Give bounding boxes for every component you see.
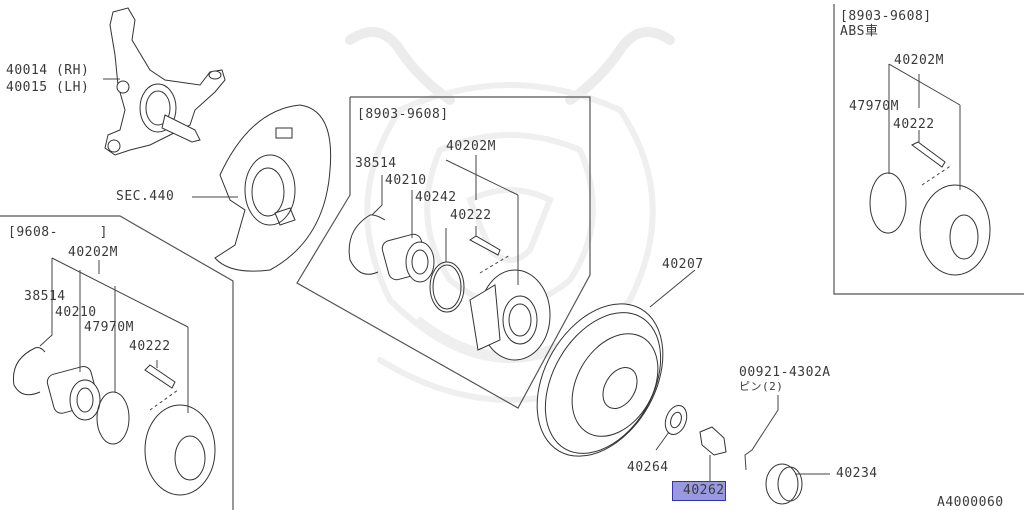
hub-nut-drawing: [699, 426, 727, 456]
label-cotter-pin[interactable]: 00921-4302A: [739, 365, 831, 380]
label-grease-cap[interactable]: 40234: [836, 466, 878, 481]
right-box-border: [833, 4, 1024, 295]
middle-box-date-range: [8903-9608]: [357, 107, 449, 122]
label-left-bearing[interactable]: 40210: [55, 305, 97, 320]
cotter-pin-note: ピン(2): [739, 380, 784, 393]
washer-drawing: [664, 404, 688, 436]
middle-box-border: [296, 96, 591, 409]
backing-plate-drawing: [214, 104, 332, 272]
right-box-date-range: [8903-9608]: [840, 9, 932, 24]
label-knuckle-lh[interactable]: 40015 (LH): [6, 80, 90, 95]
label-left-hub-assy[interactable]: 40202M: [68, 245, 118, 260]
label-left-snap-ring[interactable]: 38514: [24, 289, 66, 304]
middle-box-parts: [348, 155, 551, 361]
left-box-border: [0, 215, 234, 510]
watermark-emblem: [345, 27, 675, 403]
left-box-date-range: [9608- ]: [8, 225, 108, 240]
grease-cap-drawing: [765, 463, 799, 505]
label-rotor[interactable]: 40207: [662, 257, 704, 272]
steering-knuckle-drawing: [104, 7, 226, 156]
right-box-parts: [869, 63, 991, 276]
label-middle-bolt[interactable]: 40222: [450, 208, 492, 223]
label-hub-nut[interactable]: 40262: [683, 483, 725, 498]
label-sec440[interactable]: SEC.440: [116, 189, 175, 204]
label-right-bolt[interactable]: 40222: [893, 117, 935, 132]
label-right-hub-assy[interactable]: 40202M: [894, 53, 944, 68]
label-middle-snap-ring[interactable]: 38514: [355, 156, 397, 171]
diagram-id-code: A4000060: [937, 495, 1004, 510]
label-right-sensor-rotor[interactable]: 47970M: [849, 99, 899, 114]
label-knuckle-rh[interactable]: 40014 (RH): [6, 63, 90, 78]
label-middle-seal[interactable]: 40242: [415, 190, 457, 205]
right-box-abs-note: ABS車: [840, 24, 879, 39]
selected-part-highlight[interactable]: [672, 481, 726, 501]
cotter-pin-drawing: [744, 395, 779, 471]
label-left-bolt[interactable]: 40222: [129, 339, 171, 354]
label-left-sensor-rotor[interactable]: 47970M: [84, 320, 134, 335]
label-washer[interactable]: 40264: [627, 460, 669, 475]
label-middle-bearing[interactable]: 40210: [385, 173, 427, 188]
brake-rotor-drawing: [536, 303, 664, 457]
label-middle-hub-assy[interactable]: 40202M: [446, 139, 496, 154]
left-box-parts: [12, 257, 216, 496]
